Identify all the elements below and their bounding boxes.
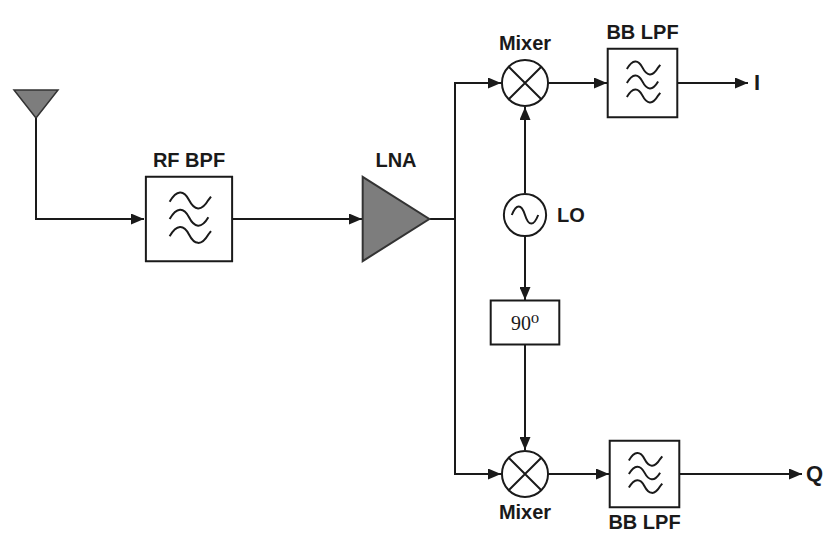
mixer-outline [502, 451, 548, 497]
mixer-symbol [501, 450, 549, 498]
filter-outline [146, 177, 232, 261]
mixer-outline [509, 67, 542, 100]
phase-shifter-box: 90⁰ [490, 300, 560, 345]
filter-outline [170, 227, 211, 243]
block-label: LNA [375, 150, 416, 170]
signal-arrow [430, 83, 501, 219]
signal-arrow [430, 219, 501, 474]
filter-outline [629, 467, 660, 480]
block-label: Mixer [499, 33, 551, 53]
signal-name: Q [806, 463, 823, 485]
filter-symbol [145, 176, 233, 262]
signal-arrow [524, 345, 526, 450]
block-label: LO [557, 205, 585, 225]
filter-symbol [607, 48, 678, 118]
i-output-wire [678, 82, 748, 84]
antenna-feed [36, 118, 144, 219]
antenna-symbol [14, 90, 58, 118]
mixer-symbol [501, 59, 549, 107]
signal-arrow [549, 473, 609, 475]
filter-outline [627, 75, 658, 88]
lna-amplifier: LNA [362, 176, 430, 262]
signal-name: I [754, 72, 760, 94]
osc-outline [512, 206, 538, 223]
filter-outline [629, 453, 662, 466]
filter-outline [610, 441, 680, 508]
signal-arrow [524, 107, 526, 193]
mixer-circle: Mixer [501, 59, 549, 107]
filter-outline [627, 89, 660, 102]
signal-arrow [524, 237, 526, 300]
filter-outline [170, 193, 211, 209]
rf-bandpass-filter: RF BPF [145, 176, 233, 262]
baseband-lowpass-filter: BB LPF [607, 48, 678, 118]
block-label: BB LPF [606, 22, 678, 42]
phase-label: 90⁰ [511, 313, 539, 333]
filter-symbol [609, 440, 680, 508]
q-output-wire [680, 473, 802, 475]
baseband-lowpass-filter: BB LPF [609, 440, 680, 508]
filter-outline [627, 61, 660, 74]
filter-outline [629, 480, 662, 493]
local-oscillator: LO [503, 193, 547, 237]
box-outline [491, 300, 560, 344]
block-label: Mixer [499, 502, 551, 522]
filter-outline [170, 210, 209, 226]
mixer-outline [509, 458, 542, 491]
signal-arrow [233, 218, 362, 220]
mixer-outline [502, 60, 548, 106]
filter-outline [608, 49, 678, 118]
tri-symbol [362, 176, 430, 262]
osc-symbol [503, 193, 547, 237]
block-label: BB LPF [608, 512, 680, 532]
signal-arrow [549, 82, 607, 84]
mixer-circle: Mixer [501, 450, 549, 498]
block-label: RF BPF [153, 150, 225, 170]
osc-outline [504, 194, 546, 236]
tri-outline [363, 177, 430, 261]
